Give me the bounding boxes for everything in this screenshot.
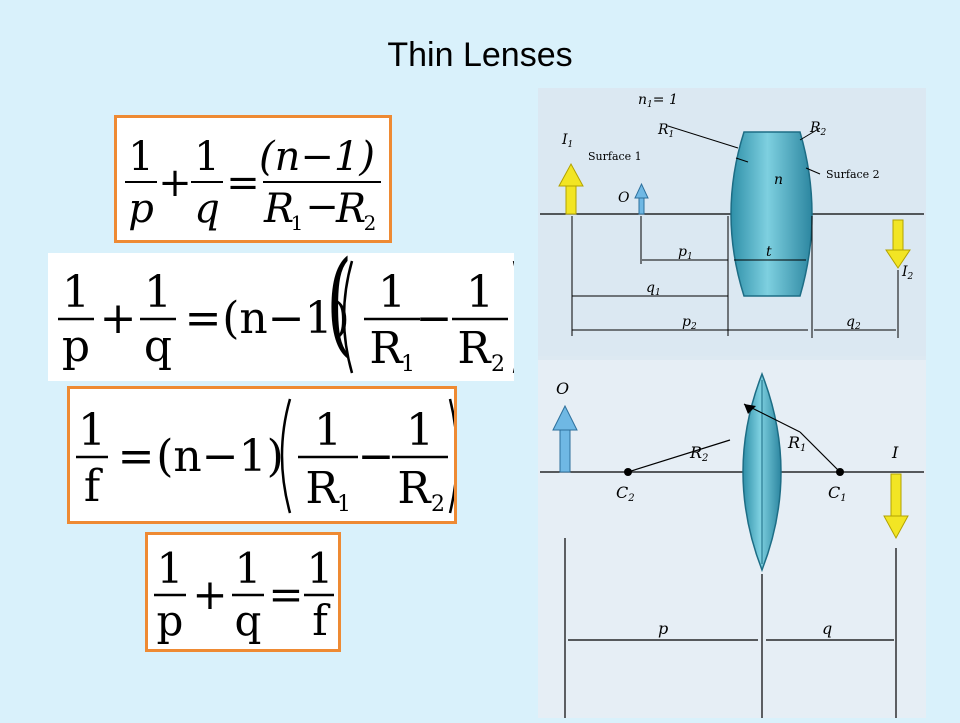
svg-text:+: +	[158, 160, 192, 206]
svg-text:+: +	[192, 570, 227, 619]
eq2-q: q	[144, 321, 172, 372]
svg-text:Surface 1: Surface 1	[588, 150, 642, 163]
svg-text:p2: p2	[682, 314, 697, 332]
svg-text:(: (	[326, 253, 352, 368]
svg-text:1: 1	[314, 405, 342, 456]
eq2-n-minus-1: (n−1)	[222, 293, 350, 344]
svg-text:p1: p1	[678, 244, 693, 262]
lensmaker-inverse-equation: 1 p + 1 q = (n−1) ( 1 R 1 − 1 R 2	[58, 237, 523, 377]
bottom-panel	[538, 360, 926, 718]
svg-text:1: 1	[378, 267, 406, 318]
svg-text:1: 1	[291, 211, 304, 235]
svg-text:2: 2	[491, 352, 505, 377]
eq1-q: q	[194, 186, 220, 232]
thick-lens	[730, 131, 813, 297]
svg-text:p: p	[658, 619, 668, 638]
svg-text:O: O	[618, 190, 630, 206]
page-title: Thin Lenses	[387, 36, 573, 74]
eq4-q: q	[235, 596, 262, 645]
eq4-f: f	[312, 596, 331, 645]
eq1-n-minus-1: (n−1)	[259, 134, 375, 180]
svg-text:−: −	[305, 184, 339, 230]
svg-text:q1: q1	[646, 280, 661, 298]
focal-length-equation-box: 1 f = (n−1) 1 R 1 − 1 R 2	[67, 386, 459, 524]
svg-text:R2: R2	[809, 120, 827, 138]
eq3-R1: R	[305, 463, 340, 514]
object-O-arrow	[552, 404, 578, 473]
svg-text:1: 1	[78, 405, 106, 456]
svg-text:1: 1	[144, 267, 172, 318]
svg-text:−: −	[358, 431, 395, 482]
svg-text:1: 1	[62, 267, 90, 318]
svg-text:n1= 1: n1= 1	[638, 92, 678, 110]
I2-arrow	[885, 219, 911, 269]
svg-text:1: 1	[157, 544, 184, 593]
svg-text:1: 1	[307, 544, 334, 593]
svg-text:1: 1	[466, 267, 494, 318]
object-arrow	[634, 182, 649, 215]
svg-text:I1: I1	[561, 132, 573, 150]
svg-text:q: q	[822, 619, 832, 638]
eq1-numerator-2: 1	[194, 134, 219, 180]
thin-lens-equation: 1 p + 1 q = 1 f	[154, 544, 334, 645]
lensmaker-inverse-equation-box: 1 p + 1 q = (n−1) ( 1 R 1 − 1 R 2	[48, 237, 523, 381]
thin-lens-equation-box: 1 p + 1 q = 1 f	[145, 532, 341, 652]
eq2-p: p	[62, 321, 90, 372]
lensmaker-equation: 1 p + 1 q = (n−1) R 1 − R 2	[125, 134, 381, 235]
svg-text:=: =	[185, 293, 222, 344]
svg-text:=: =	[226, 160, 260, 206]
lens-diagrams: n1= 1 R1 R2 n I1 O I2 p1 t q1 p2 q2 Surf…	[538, 88, 926, 718]
eq1-p: p	[128, 186, 154, 232]
svg-text:1: 1	[401, 352, 415, 377]
svg-text:1: 1	[235, 544, 262, 593]
svg-text:C1: C1	[828, 483, 847, 504]
I1-arrow	[558, 162, 584, 215]
eq1-R2: R	[335, 186, 366, 232]
svg-text:R1: R1	[787, 433, 806, 454]
svg-text:I: I	[891, 443, 899, 462]
svg-text:2: 2	[364, 211, 377, 235]
eq2-R1: R	[369, 323, 404, 374]
eq1-R1: R	[263, 186, 294, 232]
svg-text:O: O	[556, 379, 569, 398]
svg-text:R1: R1	[657, 122, 674, 140]
svg-text:n: n	[774, 172, 783, 188]
eq3-f: f	[84, 461, 103, 512]
lensmaker-equation-box: 1 p + 1 q = (n−1) R 1 − R 2	[114, 115, 392, 243]
svg-text:−: −	[416, 293, 453, 344]
svg-text:R2: R2	[689, 443, 708, 464]
svg-text:1: 1	[406, 405, 434, 456]
eq3-n-minus-1: (n−1)	[156, 431, 284, 482]
eq4-p: p	[157, 596, 184, 645]
eq2-R2: R	[457, 323, 492, 374]
svg-text:C2: C2	[616, 483, 635, 504]
eq1-numerator-1: 1	[128, 134, 153, 180]
svg-text:I2: I2	[901, 264, 914, 282]
focal-length-equation: 1 f = (n−1) 1 R 1 − 1 R 2	[76, 398, 459, 517]
lens-figure: n1= 1 R1 R2 n I1 O I2 p1 t q1 p2 q2 Surf…	[538, 88, 926, 718]
svg-text:+: +	[100, 293, 137, 344]
image-I-arrow	[883, 473, 909, 540]
svg-text:q2: q2	[846, 314, 861, 332]
svg-text:t: t	[766, 244, 772, 260]
eq3-R2: R	[397, 463, 432, 514]
svg-text:Surface 2: Surface 2	[826, 168, 880, 181]
svg-text:2: 2	[431, 492, 445, 517]
svg-text:=: =	[268, 570, 303, 619]
svg-text:=: =	[118, 431, 155, 482]
svg-text:1: 1	[337, 492, 351, 517]
